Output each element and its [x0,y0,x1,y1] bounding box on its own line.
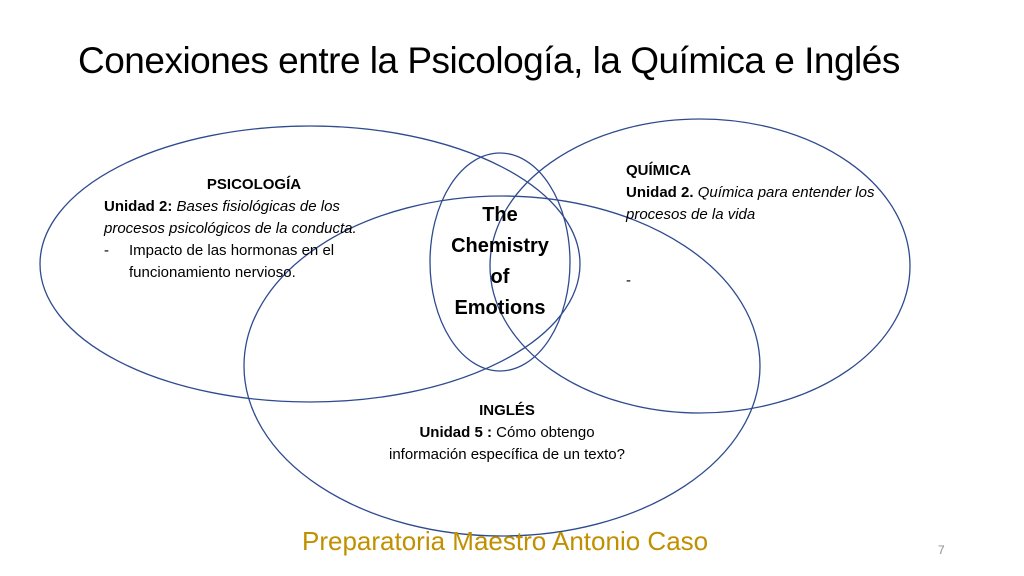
quimica-heading: QUÍMICA [626,162,691,179]
psicologia-bullet-list: - Impacto de las hormonas en el funciona… [104,240,404,284]
center-label: The Chemistry of Emotions [430,200,570,324]
ingles-heading: INGLÉS [479,402,535,419]
quimica-unit-text: Química para entender los procesos de la… [626,184,875,223]
quimica-unit: Unidad 2. Química para entender los proc… [626,182,896,226]
ingles-unit-label: Unidad 5 : [419,424,492,441]
ingles-unit-text: Cómo obtengo información específica de u… [389,424,625,463]
center-label-line: Chemistry [451,235,549,257]
center-label-line: The [482,204,518,226]
list-item: - Impacto de las hormonas en el funciona… [104,240,404,284]
center-label-line: of [490,266,510,288]
page-number: 7 [938,543,945,557]
psicologia-unit: Unidad 2: Bases fisiológicas de los proc… [104,196,404,240]
quimica-text-block: QUÍMICA Unidad 2. Química para entender … [626,160,896,292]
venn-circle-center [429,152,571,372]
quimica-unit-label: Unidad 2. [626,184,694,201]
venn-circle-ingles [243,195,761,537]
psicologia-heading: PSICOLOGÍA [206,176,302,193]
psicologia-unit-label: Unidad 2: [104,198,173,215]
footer-text: Preparatoria Maestro Antonio Caso [302,526,709,556]
psicologia-text-block: PSICOLOGÍA Unidad 2: Bases fisiológicas … [104,174,404,284]
bullet-dash: - [104,242,109,259]
ingles-unit: Unidad 5 : Cómo obtengo información espe… [382,422,632,466]
center-label-line: Emotions [454,297,546,319]
psicologia-unit-text: Bases fisiológicas de los procesos psico… [104,198,357,237]
ingles-text-block: INGLÉS Unidad 5 : Cómo obtengo informaci… [382,400,632,466]
venn-circle-quimica [489,118,911,414]
bullet-text: Impacto de las hormonas en el funcionami… [129,242,335,281]
quimica-empty-bullet: - [626,272,631,289]
venn-circle-psicologia [39,125,581,403]
slide-title: Conexiones entre la Psicología, la Quími… [78,40,900,81]
